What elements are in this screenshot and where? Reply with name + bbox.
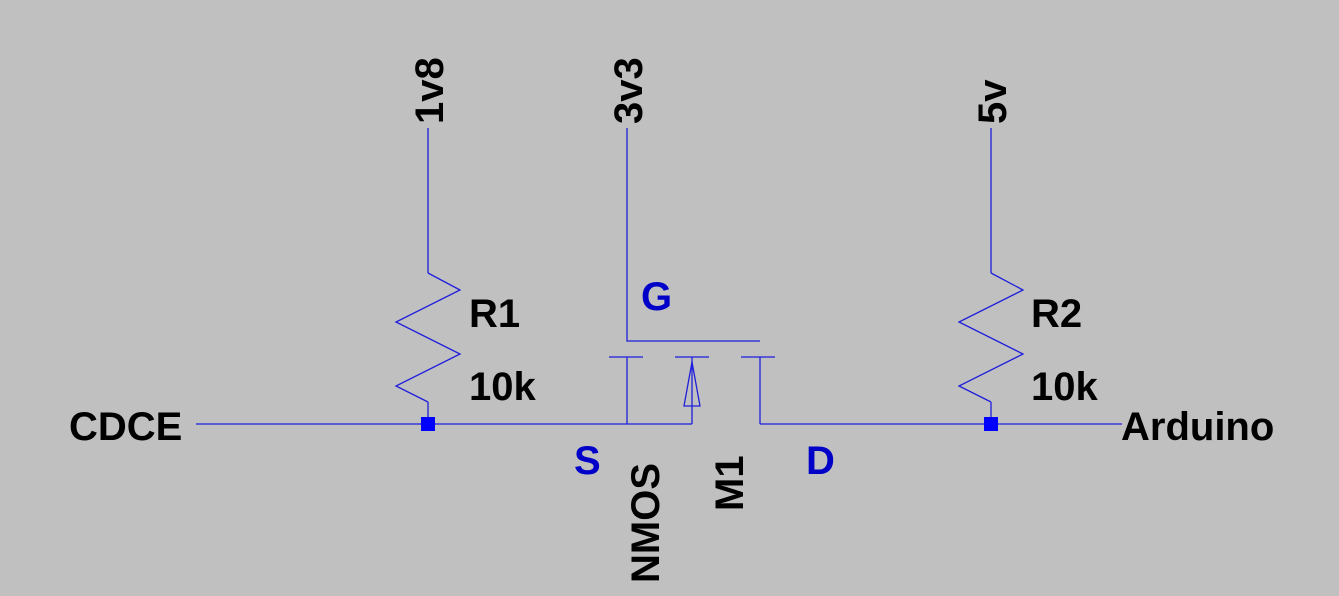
wire-3v3-gate	[626, 128, 760, 342]
pin-label-gate: G	[641, 275, 672, 319]
pin-label-drain: D	[806, 439, 835, 483]
nmos-instance-name: M1	[708, 455, 752, 511]
resistor-r2-value: 10k	[1031, 365, 1098, 409]
junction-r2-node	[984, 417, 998, 431]
nmos-body-arrow-icon	[683, 361, 701, 407]
nmos-m1-symbol	[609, 356, 775, 424]
resistor-r1-name: R1	[469, 292, 520, 336]
net-label-1v8: 1v8	[408, 57, 452, 124]
resistor-r2-symbol	[957, 272, 1025, 403]
junction-r1-node	[421, 417, 435, 431]
resistor-r1-symbol	[394, 272, 462, 403]
net-label-3v3: 3v3	[607, 57, 651, 124]
net-label-cdce: CDCE	[69, 405, 182, 449]
net-label-5v: 5v	[971, 79, 1015, 124]
net-label-arduino: Arduino	[1121, 405, 1274, 449]
nmos-model-label: NMOS	[624, 463, 668, 583]
resistor-r1-value: 10k	[469, 365, 536, 409]
resistor-r2-name: R2	[1031, 292, 1082, 336]
pin-label-source: S	[574, 439, 601, 483]
